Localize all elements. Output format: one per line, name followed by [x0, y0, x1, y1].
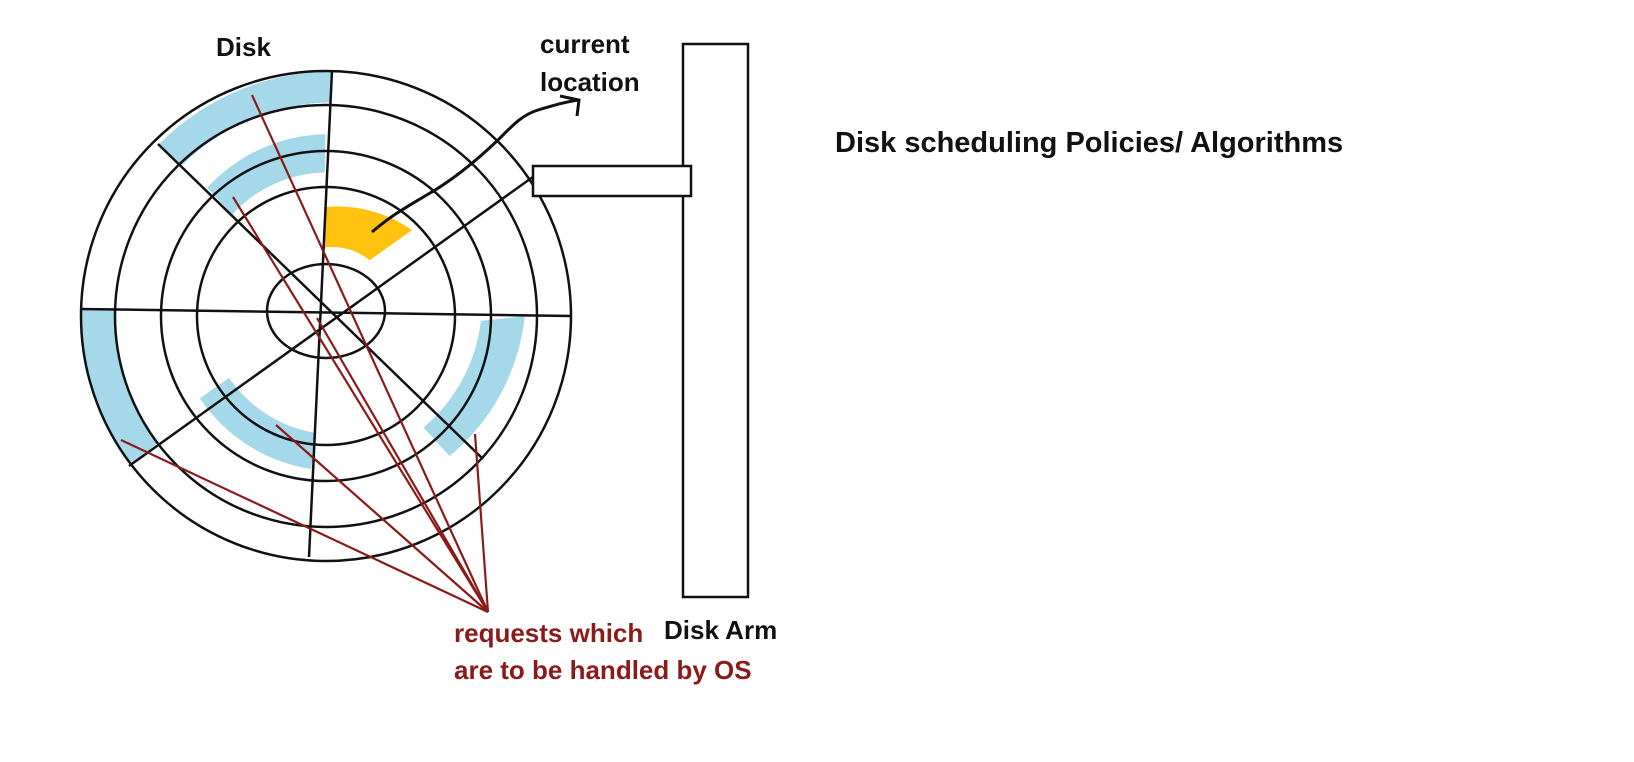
disk-arm-head	[531, 164, 693, 198]
request-sector-bottom-left	[199, 377, 317, 470]
request-sectors	[81, 71, 525, 470]
current-location-label-line1: current	[540, 29, 630, 59]
request-sector-left	[81, 309, 159, 464]
curved-arrow-icon	[371, 98, 579, 234]
current-location-label-line2: location	[540, 67, 640, 97]
sector-dividers	[79, 70, 573, 558]
arrowhead-icon	[559, 94, 581, 117]
request-sector-top-left	[158, 71, 332, 166]
requests-label-line1: requests which	[454, 618, 643, 648]
disk-arm-label: Disk Arm	[664, 615, 777, 645]
request-arrows	[120, 94, 490, 613]
requests-label-line2: are to be handled by OS	[454, 655, 752, 685]
current-location-sector	[324, 206, 412, 261]
page-title: Disk scheduling Policies/ Algorithms	[835, 127, 1343, 159]
disk-label: Disk	[216, 32, 271, 62]
disk-arm	[681, 42, 750, 599]
track-2	[113, 103, 539, 529]
